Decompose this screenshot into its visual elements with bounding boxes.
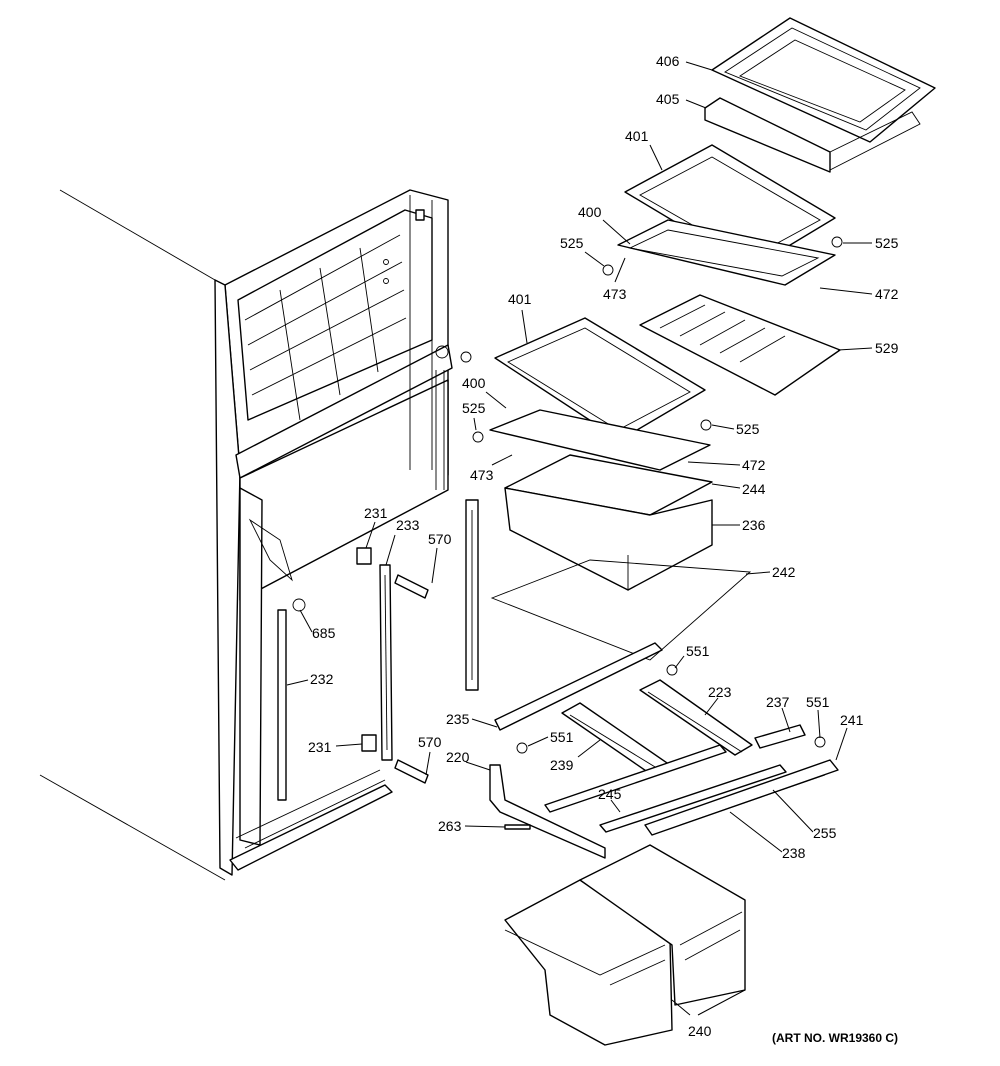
bracket-239 xyxy=(561,702,671,776)
label-473-lower: 473 xyxy=(470,467,494,483)
label-241: 241 xyxy=(840,712,864,728)
label-570-lower: 570 xyxy=(418,734,442,750)
label-240: 240 xyxy=(688,1023,712,1039)
label-473-upper: 473 xyxy=(603,286,627,302)
screw-551-right xyxy=(814,736,826,748)
label-525-upper-right: 525 xyxy=(875,235,899,251)
crisper-drawer-236 xyxy=(504,487,713,591)
shelf-frame-400-upper xyxy=(602,219,843,286)
label-255: 255 xyxy=(813,825,837,841)
rail-233 xyxy=(356,547,429,784)
shelf-406 xyxy=(711,17,936,143)
shelf-frame-400-lower xyxy=(472,409,712,471)
pan-220 xyxy=(489,764,606,859)
crossbar-245 xyxy=(544,744,787,833)
label-239: 239 xyxy=(550,757,574,773)
label-551-upper: 551 xyxy=(686,643,710,659)
label-236: 236 xyxy=(742,517,766,533)
label-551-right: 551 xyxy=(806,694,830,710)
label-235: 235 xyxy=(446,711,470,727)
label-220: 220 xyxy=(446,749,470,765)
part-labels: 406 405 401 400 525 473 525 472 529 401 … xyxy=(308,53,899,1045)
label-242: 242 xyxy=(772,564,796,580)
label-263: 263 xyxy=(438,818,462,834)
leader-lines xyxy=(286,61,873,1016)
label-231-lower: 231 xyxy=(308,739,332,755)
label-525-lower-right: 525 xyxy=(736,421,760,437)
label-232: 232 xyxy=(310,671,334,687)
shelf-rail-235 xyxy=(494,642,663,731)
shelf-405 xyxy=(704,97,921,173)
art-number: (ART NO. WR19360 C) xyxy=(772,1031,898,1045)
rod-263 xyxy=(504,824,531,830)
label-406: 406 xyxy=(656,53,680,69)
label-401-upper: 401 xyxy=(625,128,649,144)
label-401-lower: 401 xyxy=(508,291,532,307)
label-472-lower: 472 xyxy=(742,457,766,473)
label-570-upper: 570 xyxy=(428,531,452,547)
label-525-lower-left: 525 xyxy=(462,400,486,416)
label-529: 529 xyxy=(875,340,899,356)
label-472-upper: 472 xyxy=(875,286,899,302)
label-233: 233 xyxy=(396,517,420,533)
label-223: 223 xyxy=(708,684,732,700)
shelf-401-lower xyxy=(494,317,706,441)
glass-panel-242 xyxy=(490,559,752,661)
label-231-upper: 231 xyxy=(364,505,388,521)
label-244: 244 xyxy=(742,481,766,497)
label-238: 238 xyxy=(782,845,806,861)
screw-551-left xyxy=(516,742,528,754)
center-rail xyxy=(465,499,479,691)
stiffener-237 xyxy=(754,724,806,749)
label-405: 405 xyxy=(656,91,680,107)
label-685: 685 xyxy=(312,625,336,641)
label-245: 245 xyxy=(598,786,622,802)
label-525-upper-left: 525 xyxy=(560,235,584,251)
cover-241 xyxy=(644,759,839,836)
screw-551-upper xyxy=(666,664,678,676)
bracket-223 xyxy=(639,679,753,756)
label-400-lower: 400 xyxy=(462,375,486,391)
label-400-upper: 400 xyxy=(578,204,602,220)
refrigerator-cabinet xyxy=(39,189,472,881)
label-237: 237 xyxy=(766,694,790,710)
label-551-left: 551 xyxy=(550,729,574,745)
